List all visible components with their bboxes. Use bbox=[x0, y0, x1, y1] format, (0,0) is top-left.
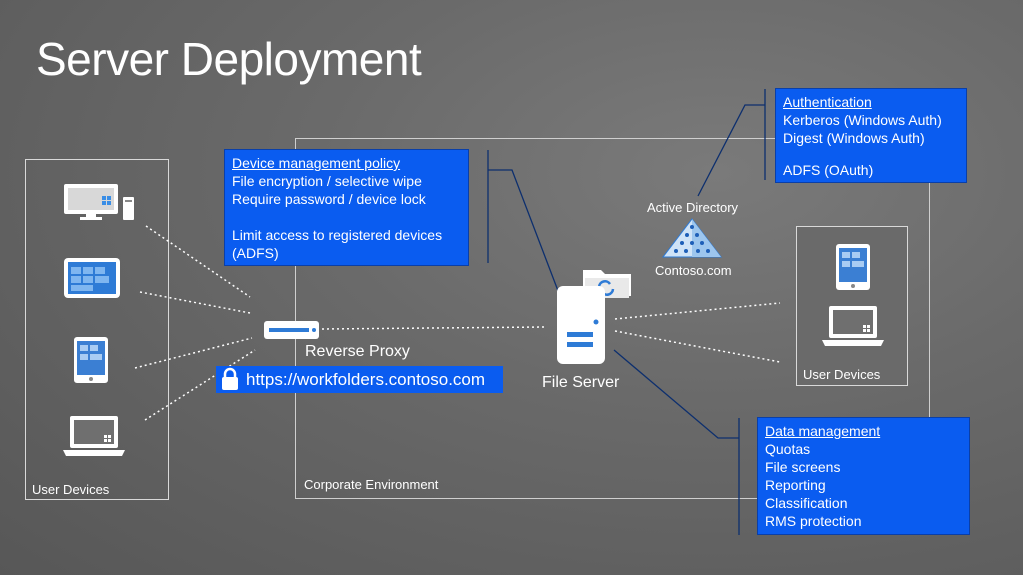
active-directory-domain: Contoso.com bbox=[655, 263, 732, 278]
data-management-line: Classification bbox=[765, 495, 848, 511]
url-bar: https://workfolders.contoso.com bbox=[216, 366, 503, 393]
authentication-heading: Authentication bbox=[783, 94, 872, 110]
slide-title: Server Deployment bbox=[36, 33, 422, 85]
corporate-environment-label: Corporate Environment bbox=[304, 477, 439, 492]
active-directory-label: Active Directory bbox=[647, 200, 739, 215]
data-management-line: File screens bbox=[765, 459, 841, 475]
device-policy-heading: Device management policy bbox=[232, 155, 401, 171]
windows-tablet-icon bbox=[64, 258, 120, 298]
file-server-icon bbox=[557, 270, 631, 364]
device-policy-line: File encryption / selective wipe bbox=[232, 173, 422, 189]
desktop-pc-icon bbox=[64, 184, 134, 220]
device-policy-box: Device management policy File encryption… bbox=[224, 149, 469, 266]
data-management-heading: Data management bbox=[765, 423, 881, 439]
left-user-devices-group bbox=[25, 159, 169, 500]
left-user-devices-label: User Devices bbox=[32, 482, 110, 497]
right-laptop-icon bbox=[822, 306, 884, 346]
reverse-proxy-icon bbox=[264, 321, 319, 339]
data-management-line: RMS protection bbox=[765, 513, 862, 529]
laptop-icon bbox=[63, 416, 125, 456]
active-directory-pyramid-icon bbox=[661, 218, 723, 258]
data-management-line: Reporting bbox=[765, 477, 826, 493]
corporate-environment-group bbox=[295, 138, 930, 499]
authentication-line bbox=[783, 147, 959, 161]
authentication-line: Kerberos (Windows Auth) bbox=[783, 112, 942, 128]
right-user-devices-label: User Devices bbox=[803, 367, 881, 382]
file-server-label: File Server bbox=[542, 374, 620, 391]
data-management-box: Data management Quotas File screens Repo… bbox=[757, 417, 970, 535]
authentication-line: ADFS (OAuth) bbox=[783, 162, 874, 178]
authentication-box: Authentication Kerberos (Windows Auth) D… bbox=[775, 88, 967, 183]
authentication-line: Digest (Windows Auth) bbox=[783, 130, 925, 146]
device-policy-line: Limit access to registered devices bbox=[232, 227, 443, 243]
data-management-line: Quotas bbox=[765, 441, 811, 457]
device-policy-line: Require password / device lock bbox=[232, 191, 426, 207]
right-tablet-icon bbox=[836, 244, 870, 290]
reverse-proxy-label: Reverse Proxy bbox=[305, 343, 410, 360]
workfolders-url[interactable]: https://workfolders.contoso.com bbox=[246, 369, 486, 389]
device-policy-line: (ADFS) bbox=[232, 245, 279, 261]
ipad-tablet-icon bbox=[74, 337, 108, 383]
lock-icon bbox=[216, 366, 244, 393]
device-policy-line bbox=[232, 208, 461, 226]
